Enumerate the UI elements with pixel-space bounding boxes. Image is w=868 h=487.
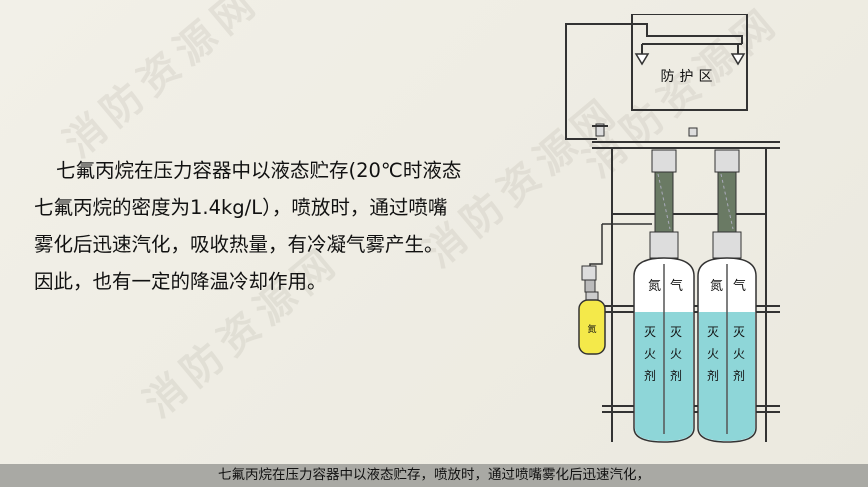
cylinder-label: 火 — [707, 347, 719, 361]
subtitle-text: 七氟丙烷在压力容器中以液态贮存，喷放时，通过喷嘴雾化后迅速汽化， — [218, 467, 650, 483]
cylinder-label: 灭 — [644, 325, 656, 339]
paragraph-line: 雾化后迅速汽化，吸收热量，有冷凝气雾产生。 — [34, 233, 444, 256]
watermark: 消防资源网 — [55, 0, 270, 167]
agent-cylinder: 氮 气 灭 火 剂 灭 火 剂 — [633, 149, 695, 443]
cylinder-label: 气 — [670, 278, 683, 294]
cylinder-label: 火 — [644, 347, 656, 361]
cylinder-label: 剂 — [733, 368, 745, 383]
cylinder-label: 氮 — [710, 279, 723, 294]
cylinder-label: 灭 — [670, 325, 682, 339]
cylinder-label: 火 — [733, 347, 745, 361]
cylinder-label: 气 — [733, 278, 746, 294]
cylinder-label: 灭 — [733, 325, 745, 339]
protection-zone-label: 防护区 — [661, 69, 718, 85]
cylinder-label: 氮 — [648, 279, 661, 294]
valve-icon — [592, 123, 608, 137]
nozzle-icon — [730, 53, 746, 66]
paragraph-line: 因此，也有一定的降温冷却作用。 — [34, 270, 327, 293]
pilot-valve-icon — [581, 265, 597, 293]
paragraph-line: 七氟丙烷在压力容器中以液态贮存(20℃时液态 — [56, 159, 462, 182]
nozzle-icon — [634, 53, 650, 66]
cylinder-label: 灭 — [707, 325, 719, 339]
discharge-pipe — [565, 23, 743, 140]
pilot-cylinder: 氮 — [578, 291, 606, 355]
paragraph-line: 七氟丙烷的密度为1.4kg/L），喷放时，通过喷嘴 — [34, 196, 448, 219]
pilot-cylinder-label: 氮 — [587, 323, 596, 335]
cylinder-label: 剂 — [670, 368, 682, 383]
description-paragraph: 七氟丙烷在压力容器中以液态贮存(20℃时液态 七氟丙烷的密度为1.4kg/L），… — [34, 152, 534, 300]
agent-cylinder: 氮 气 灭 火 剂 灭 火 剂 — [697, 149, 757, 443]
extinguishing-system-diagram: 防护区 — [565, 14, 780, 443]
protection-zone-box — [631, 14, 748, 111]
subtitle-bar: 七氟丙烷在压力容器中以液态贮存，喷放时，通过喷嘴雾化后迅速汽化， — [0, 464, 868, 487]
cylinder-label: 剂 — [707, 368, 719, 383]
cylinder-label: 火 — [670, 347, 682, 361]
cylinder-label: 剂 — [644, 368, 656, 383]
valve-icon — [688, 127, 698, 137]
